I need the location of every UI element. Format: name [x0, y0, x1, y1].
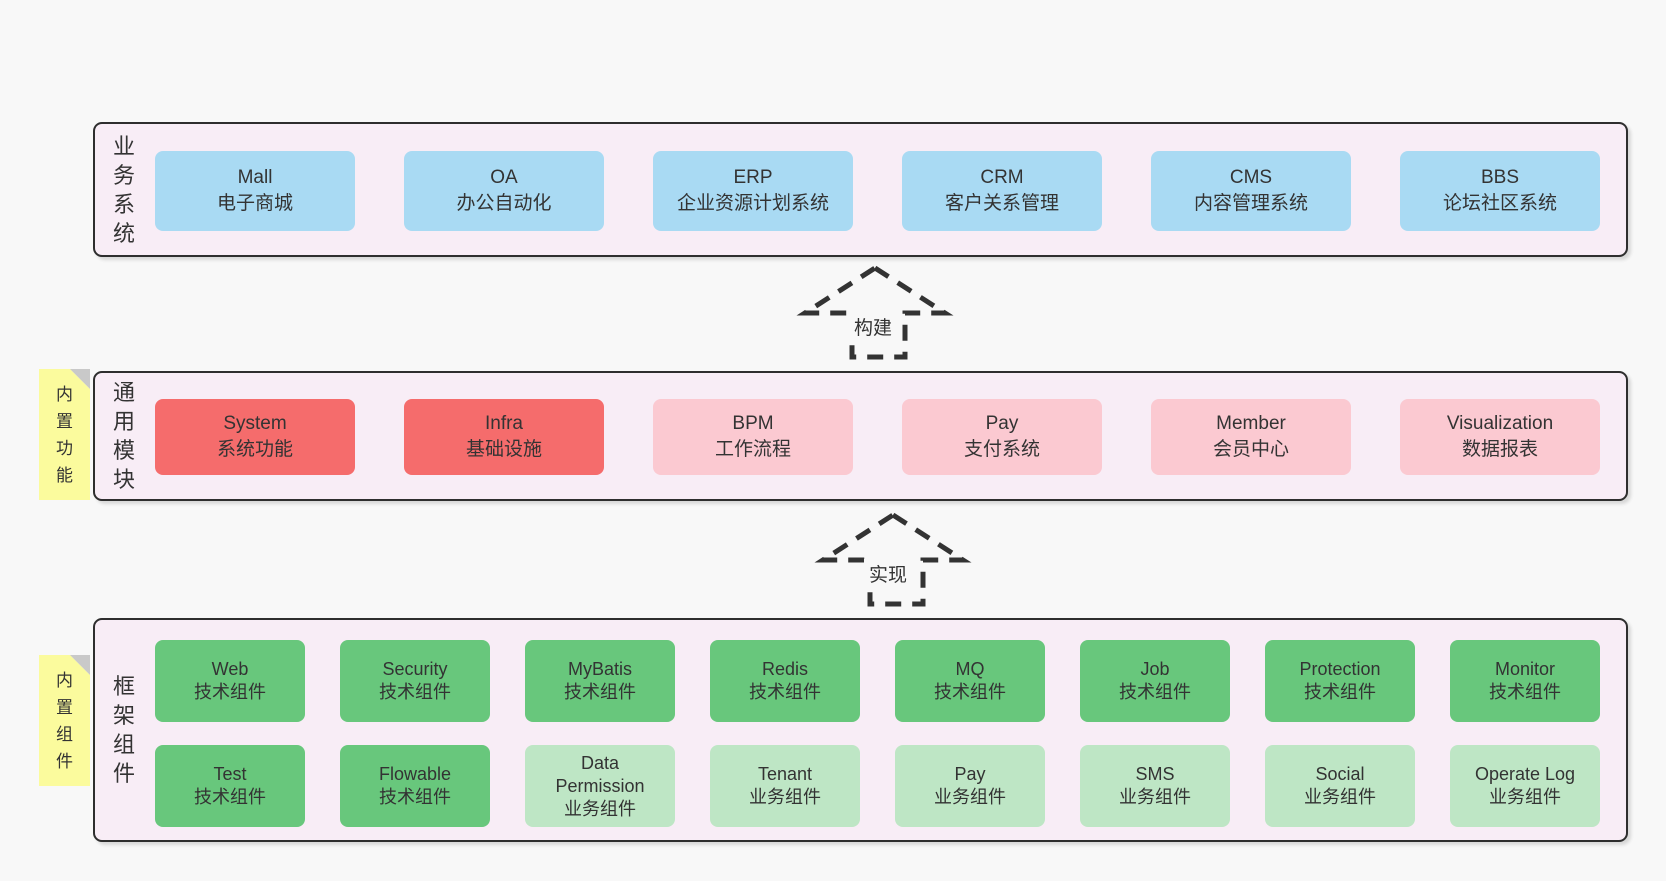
box-mall: Mall 电子商城 — [155, 151, 355, 231]
band-business-systems: 业 务 系 统 Mall 电子商城 OA 办公自动化 ERP 企业资源计划系统 … — [93, 122, 1628, 257]
box-monitor: Monitor 技术组件 — [1450, 640, 1600, 722]
box-erp: ERP 企业资源计划系统 — [653, 151, 853, 231]
box-bpm: BPM 工作流程 — [653, 399, 853, 475]
sticky-note-background — [39, 369, 90, 500]
box-flowable: Flowable 技术组件 — [340, 745, 490, 827]
box-cms: CMS 内容管理系统 — [1151, 151, 1351, 231]
box-system: System 系统功能 — [155, 399, 355, 475]
box-protection: Protection 技术组件 — [1265, 640, 1415, 722]
box-job: Job 技术组件 — [1080, 640, 1230, 722]
implement-arrow-icon — [814, 512, 972, 607]
box-crm: CRM 客户关系管理 — [902, 151, 1102, 231]
box-test: Test 技术组件 — [155, 745, 305, 827]
box-web: Web 技术组件 — [155, 640, 305, 722]
band-framework-components: 框 架 组 件 Web 技术组件 Security 技术组件 MyBatis 技… — [93, 618, 1628, 842]
section-label-common-modules: 通 用 模 块 — [112, 380, 135, 492]
band-common-modules: 通 用 模 块 System 系统功能 Infra 基础设施 BPM 工作流程 … — [93, 371, 1628, 501]
box-operate-log: Operate Log 业务组件 — [1450, 745, 1600, 827]
business-systems-row: Mall 电子商城 OA 办公自动化 ERP 企业资源计划系统 CRM 客户关系… — [155, 151, 1600, 231]
section-label-business-systems: 业 务 系 统 — [112, 133, 135, 246]
box-infra: Infra 基础设施 — [404, 399, 604, 475]
implement-arrow-label: 实现 — [864, 559, 913, 588]
box-security: Security 技术组件 — [340, 640, 490, 722]
box-redis: Redis 技术组件 — [710, 640, 860, 722]
built-in-components-tab: 内 置 组 件 — [39, 655, 90, 786]
box-tenant: Tenant 业务组件 — [710, 745, 860, 827]
framework-components-row-2: Test 技术组件 Flowable 技术组件 Data Permission … — [155, 745, 1600, 827]
framework-components-row-1: Web 技术组件 Security 技术组件 MyBatis 技术组件 Redi… — [155, 640, 1600, 722]
box-member: Member 会员中心 — [1151, 399, 1351, 475]
box-visualization: Visualization 数据报表 — [1400, 399, 1600, 475]
box-pay-module: Pay 支付系统 — [902, 399, 1102, 475]
box-social: Social 业务组件 — [1265, 745, 1415, 827]
box-sms: SMS 业务组件 — [1080, 745, 1230, 827]
box-bbs: BBS 论坛社区系统 — [1400, 151, 1600, 231]
common-modules-row: System 系统功能 Infra 基础设施 BPM 工作流程 Pay 支付系统… — [155, 399, 1600, 475]
box-mq: MQ 技术组件 — [895, 640, 1045, 722]
built-in-functions-tab: 内 置 功 能 — [39, 369, 90, 500]
sticky-note-background — [39, 655, 90, 786]
build-arrow-label: 构建 — [849, 312, 898, 341]
box-oa: OA 办公自动化 — [404, 151, 604, 231]
box-mybatis: MyBatis 技术组件 — [525, 640, 675, 722]
build-arrow-icon — [796, 265, 954, 360]
box-pay-component: Pay 业务组件 — [895, 745, 1045, 827]
box-data-permission: Data Permission 业务组件 — [525, 745, 675, 827]
section-label-framework-components: 框 架 组 件 — [112, 674, 135, 786]
